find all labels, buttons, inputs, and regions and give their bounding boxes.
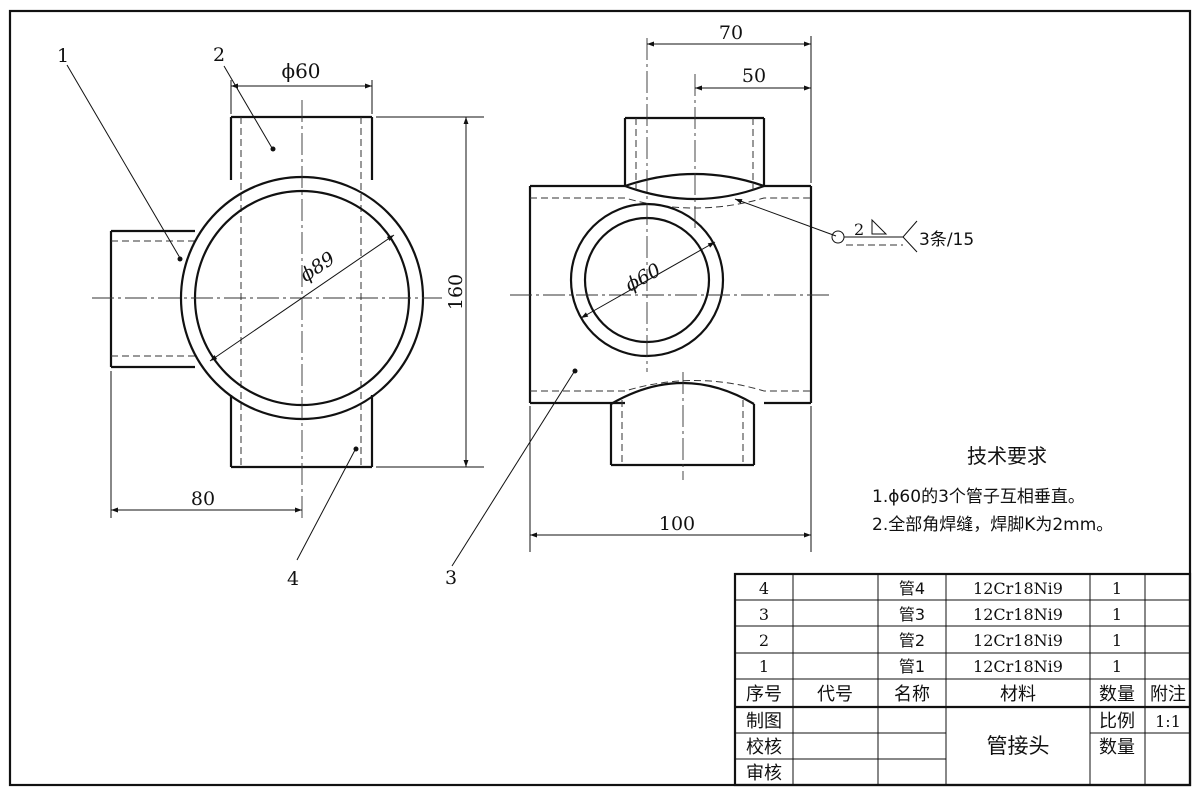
- bom-row-4-name: 管4: [899, 579, 925, 598]
- pipe-1-outline: [109, 229, 195, 369]
- dim-80-label: 80: [191, 488, 215, 510]
- weld-spec-label: 3条/15: [919, 230, 974, 250]
- title-scale-value: 1:1: [1155, 712, 1181, 731]
- leader-4-label: 4: [287, 568, 299, 590]
- title-part-name: 管接头: [987, 734, 1050, 758]
- side-view: ϕ60 70 50 100 3 2 3条/15: [445, 22, 974, 589]
- title-scale-label: 比例: [1099, 711, 1135, 732]
- bom-header-qty: 数量: [1099, 684, 1135, 705]
- bom-row-1-name: 管1: [899, 657, 925, 676]
- title-drawn-label: 制图: [746, 711, 782, 732]
- technical-requirements: 技术要求 1.ϕ60的3个管子互相垂直。 2.全部角焊缝，焊脚K为2mm。: [872, 444, 1113, 535]
- dim-100-label: 100: [659, 513, 695, 535]
- parts-list-table: 4 管4 12Cr18Ni9 1 3 管3 12Cr18Ni9 1 2 管2 1…: [733, 572, 1192, 787]
- bom-row-1-material: 12Cr18Ni9: [973, 657, 1063, 676]
- leader-1-dot: [177, 256, 183, 262]
- leader-2-dot: [270, 146, 276, 152]
- bom-row-3-no: 3: [759, 605, 769, 624]
- title-approved-label: 审核: [746, 763, 782, 784]
- bom-row-4-no: 4: [759, 579, 769, 598]
- bom-row-2-material: 12Cr18Ni9: [973, 631, 1063, 650]
- bom-row-4-material: 12Cr18Ni9: [973, 579, 1063, 598]
- leader-2-label: 2: [213, 44, 225, 66]
- bom-row-2-no: 2: [759, 631, 769, 650]
- leader-2-line: [223, 65, 273, 149]
- pipe-3-hidden-bottom: [530, 380, 811, 392]
- dim-50-label: 50: [742, 65, 766, 87]
- bom-header-no: 序号: [746, 684, 782, 705]
- bom-row-3-name: 管3: [899, 605, 925, 624]
- dim-70-label: 70: [719, 22, 743, 44]
- leader-3-line: [451, 371, 575, 567]
- branch-top-outline: [623, 116, 766, 186]
- dim-phi89-label: ϕ89: [296, 247, 339, 286]
- bom-row-2-qty: 1: [1112, 631, 1122, 650]
- front-view: ϕ89 ϕ60 160 80 1 2 4: [57, 44, 484, 590]
- branch-top-intersection: [624, 172, 765, 201]
- dim-phi89-line: [209, 234, 395, 362]
- drawing-border: [8, 9, 1192, 787]
- fillet-weld-icon: [871, 218, 888, 235]
- weld-size-label: 2: [854, 220, 864, 239]
- bom-row-4-qty: 1: [1112, 579, 1122, 598]
- pipe-2-outline: [229, 115, 374, 180]
- bom-row-1-qty: 1: [1112, 657, 1122, 676]
- weld-tail-icon: [902, 220, 918, 253]
- bom-row-2-name: 管2: [899, 631, 925, 650]
- dim-160-label: 160: [445, 274, 467, 310]
- branch-bottom-intersection: [610, 382, 755, 405]
- bom-header-name: 名称: [894, 684, 930, 705]
- bom-header-note: 附注: [1150, 684, 1186, 705]
- bom-row-3-material: 12Cr18Ni9: [973, 605, 1063, 624]
- weld-leader-line: [734, 198, 837, 237]
- leader-3-label: 3: [445, 567, 457, 589]
- bom-row-3-qty: 1: [1112, 605, 1122, 624]
- bom-row-1-no: 1: [759, 657, 769, 676]
- branch-bottom-outline: [609, 404, 756, 467]
- leader-4-line: [296, 449, 356, 561]
- leader-1-label: 1: [57, 45, 69, 67]
- leader-3-dot: [572, 368, 578, 374]
- requirements-title: 技术要求: [967, 444, 1047, 468]
- leader-4-dot: [353, 446, 359, 452]
- title-checked-label: 校核: [746, 737, 782, 758]
- leader-1-line: [66, 64, 181, 259]
- bom-header-code: 代号: [817, 684, 853, 705]
- dim-phi60-right-line: [580, 241, 716, 319]
- bom-header-material: 材料: [1000, 684, 1036, 705]
- requirements-line-1: 1.ϕ60的3个管子互相垂直。: [872, 487, 1085, 507]
- requirements-line-2: 2.全部角焊缝，焊脚K为2mm。: [872, 515, 1113, 535]
- pipe-4-outline: [229, 395, 374, 469]
- weld-all-around-icon: [831, 230, 845, 244]
- pipe-3-hidden-top: [530, 197, 811, 209]
- dim-phi60-top-label: ϕ60: [281, 59, 320, 83]
- title-qty-label: 数量: [1099, 737, 1135, 758]
- pipe-3-outline: [528, 184, 813, 405]
